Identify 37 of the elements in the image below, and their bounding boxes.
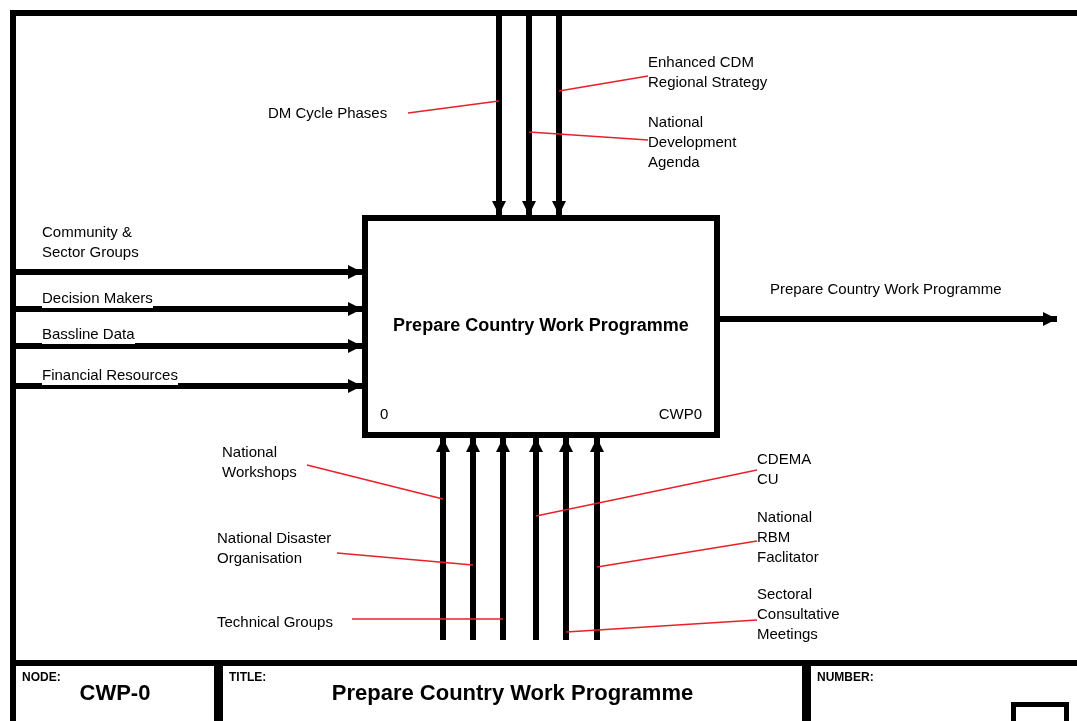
arrow — [559, 438, 573, 640]
arrow — [590, 438, 604, 640]
title-block-cell — [805, 660, 1077, 721]
callout-label: National RBM Faclitator — [757, 507, 832, 567]
leader-line — [336, 552, 474, 566]
leader-line — [558, 75, 649, 92]
callout-label: National Development Agenda — [648, 112, 758, 172]
leader-line — [407, 100, 500, 114]
empty-box — [1011, 702, 1069, 721]
field-value: CWP-0 — [78, 680, 152, 706]
field-caption: NUMBER: — [817, 670, 874, 684]
field-caption: TITLE: — [229, 670, 267, 684]
arrow — [529, 438, 543, 640]
title-block-cell — [217, 660, 808, 721]
callout-label: Enhanced CDM Regional Strategy — [648, 52, 788, 92]
callout-label: Technical Groups — [217, 612, 352, 632]
leader-line — [528, 131, 649, 141]
arrow — [466, 438, 480, 640]
leader-line — [596, 540, 758, 568]
arrow — [496, 438, 510, 640]
field-caption: NODE: — [22, 670, 61, 684]
arrow — [436, 438, 450, 640]
leader-line — [565, 619, 758, 633]
callout-label: National Disaster Organisation — [217, 528, 337, 568]
callout-label: CDEMA CU — [757, 449, 817, 489]
leader-line — [306, 464, 444, 500]
leader-line — [351, 618, 504, 620]
callout-label: DM Cycle Phases — [268, 103, 408, 123]
process-box — [362, 215, 720, 438]
arrow — [720, 312, 1057, 326]
node-number: 0 — [380, 405, 389, 422]
callout-label: Sectoral Consultative Meetings — [757, 584, 857, 644]
process-title: Prepare Country Work Programme — [392, 315, 690, 336]
leader-line — [535, 469, 758, 517]
callout-label: National Workshops — [222, 442, 307, 482]
node-code: CWP0 — [658, 405, 702, 422]
field-value: Prepare Country Work Programme — [330, 680, 695, 706]
